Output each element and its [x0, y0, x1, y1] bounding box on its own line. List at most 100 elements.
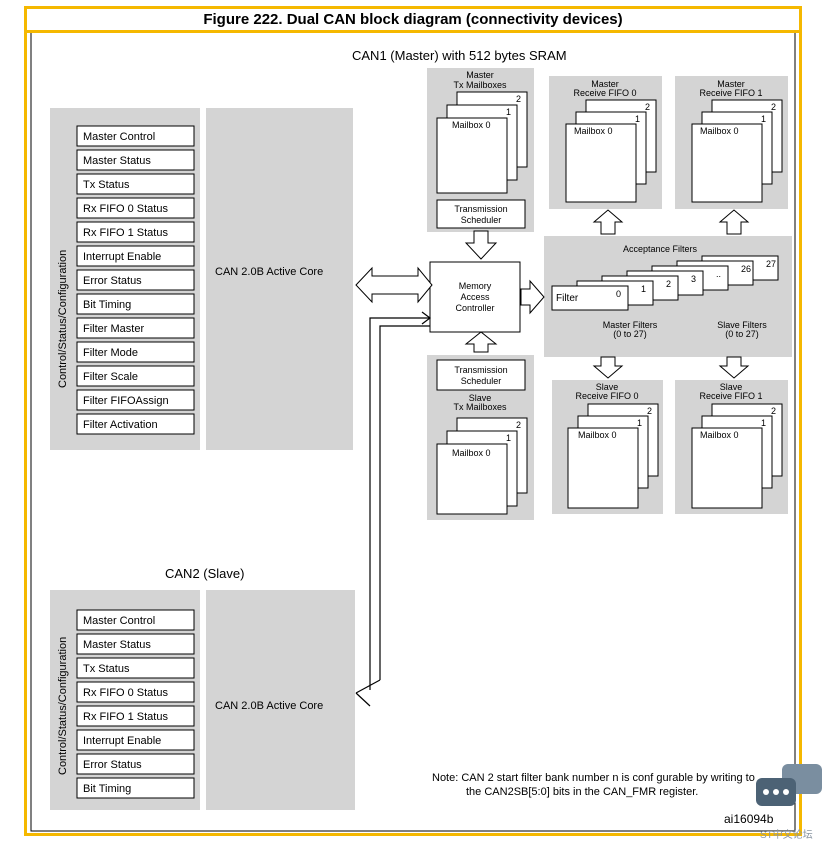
can1-register-label: Filter Mode [83, 347, 138, 359]
slave-tx-panel: Transmission Scheduler Slave Tx Mailboxe… [427, 355, 534, 520]
can1-register-label: Master Status [83, 155, 151, 167]
svg-text:1: 1 [506, 433, 511, 443]
can1-register-label: Filter FIFOAssign [83, 395, 169, 407]
can1-register-box [76, 245, 195, 267]
can2-register-box [76, 777, 195, 799]
filters-fifo1-up-arrow [718, 209, 750, 235]
svg-text:2: 2 [647, 406, 652, 416]
svg-text:Receive FIFO 1: Receive FIFO 1 [699, 88, 762, 98]
watermark: ST中文论坛 [760, 830, 813, 841]
filter-number: 27 [766, 259, 776, 269]
svg-text:Slave: Slave [720, 382, 743, 392]
can1-register-box [76, 125, 195, 147]
memory-access-controller: Memory Access Controller [429, 261, 521, 333]
can1-register-box [76, 365, 195, 387]
svg-text:Slave: Slave [596, 382, 619, 392]
svg-text:2: 2 [771, 102, 776, 112]
svg-text:Mailbox 0: Mailbox 0 [700, 126, 739, 136]
figure-id: ai16094b [724, 812, 774, 826]
can2-register-box [76, 633, 195, 655]
svg-text:Master Filters: Master Filters [603, 320, 658, 330]
scheduler-bottom-arrow [464, 331, 498, 353]
can2-register-label: Rx FIFO 0 Status [83, 687, 168, 699]
filter-card [551, 285, 629, 311]
svg-text:Master: Master [466, 70, 494, 80]
can2-register-box [76, 753, 195, 775]
filter-number: 0 [616, 289, 621, 299]
svg-text:Scheduler: Scheduler [461, 215, 502, 225]
can1-register-label: Tx Status [83, 179, 130, 191]
can1-register-label: Filter Activation [83, 419, 158, 431]
can2-register-label: Master Status [83, 639, 151, 651]
svg-text:(0 to 27): (0 to 27) [725, 329, 759, 339]
can1-register-box [76, 341, 195, 363]
can2-control-panel: Control/Status/Configuration Master Cont… [50, 590, 200, 810]
can2-bus-right [379, 325, 430, 680]
can2-bus-arrowhead [421, 311, 431, 325]
svg-text:Slave Filters: Slave Filters [717, 320, 767, 330]
master-tx-panel: Master Tx Mailboxes 2 1 Mailbox 0 Transm… [427, 68, 534, 232]
can1-register-label: Rx FIFO 1 Status [83, 227, 168, 239]
svg-text:Acceptance Filters: Acceptance Filters [623, 244, 698, 254]
svg-text:Tx Mailboxes: Tx Mailboxes [453, 80, 507, 90]
tx-scheduler-bottom [436, 359, 526, 391]
svg-text:Controller: Controller [455, 303, 494, 313]
can1-register-label: Interrupt Enable [83, 251, 161, 263]
can2-register-box [76, 609, 195, 631]
filter-number: 2 [666, 279, 671, 289]
svg-text:Master: Master [717, 79, 745, 89]
svg-text:Mailbox 0: Mailbox 0 [700, 430, 739, 440]
svg-text:Mailbox 0: Mailbox 0 [452, 120, 491, 130]
svg-text:Receive FIFO 0: Receive FIFO 0 [575, 391, 638, 401]
can1-register-label: Bit Timing [83, 299, 131, 311]
svg-text:Memory: Memory [459, 281, 492, 291]
can1-register-box [76, 269, 195, 291]
chat-icon[interactable] [756, 764, 826, 819]
filter-number: 26 [741, 264, 751, 274]
slave-fifo0-panel: Slave Receive FIFO 0 2 1 Mailbox 0 [552, 380, 663, 514]
can2-side-label: Control/Status/Configuration [57, 637, 69, 775]
can1-side-label: Control/Status/Configuration [57, 250, 69, 388]
can2-register-box [76, 657, 195, 679]
svg-text:(0 to 27): (0 to 27) [613, 329, 647, 339]
svg-text:2: 2 [516, 420, 521, 430]
can1-memory-arrow [355, 266, 433, 304]
can1-register-box [76, 221, 195, 243]
svg-text:Slave: Slave [469, 393, 492, 403]
filter-number: 1 [641, 284, 646, 294]
svg-text:2: 2 [516, 94, 521, 104]
can1-register-box [76, 197, 195, 219]
can2-arrow-head [355, 679, 381, 707]
svg-text:1: 1 [637, 418, 642, 428]
svg-text:1: 1 [761, 114, 766, 124]
svg-text:Access: Access [460, 292, 490, 302]
svg-text:2: 2 [771, 406, 776, 416]
scheduler-top-arrow [464, 230, 498, 260]
note-line-1: Note: CAN 2 start filter bank number n i… [432, 772, 755, 784]
filter-label: Filter [556, 293, 579, 304]
svg-text:Transmission: Transmission [454, 365, 507, 375]
svg-text:Receive FIFO 0: Receive FIFO 0 [573, 88, 636, 98]
can1-register-label: Filter Master [83, 323, 144, 335]
tx-scheduler-top [436, 199, 526, 229]
svg-text:Master: Master [591, 79, 619, 89]
svg-text:Mailbox 0: Mailbox 0 [578, 430, 617, 440]
svg-text:Mailbox 0: Mailbox 0 [574, 126, 613, 136]
svg-text:1: 1 [635, 114, 640, 124]
master-fifo1-panel: Master Receive FIFO 1 2 1 Mailbox 0 [675, 76, 788, 209]
can2-heading: CAN2 (Slave) [165, 566, 244, 581]
svg-text:Tx Mailboxes: Tx Mailboxes [453, 402, 507, 412]
can1-heading: CAN1 (Master) with 512 bytes SRAM [352, 48, 567, 63]
can1-register-label: Error Status [83, 275, 142, 287]
memory-filters-arrow [520, 279, 545, 315]
can2-register-label: Master Control [83, 615, 155, 627]
filter-number: 3 [691, 274, 696, 284]
can2-register-box [76, 729, 195, 751]
can2-core-label: CAN 2.0B Active Core [215, 700, 323, 712]
can2-register-box [76, 705, 195, 727]
